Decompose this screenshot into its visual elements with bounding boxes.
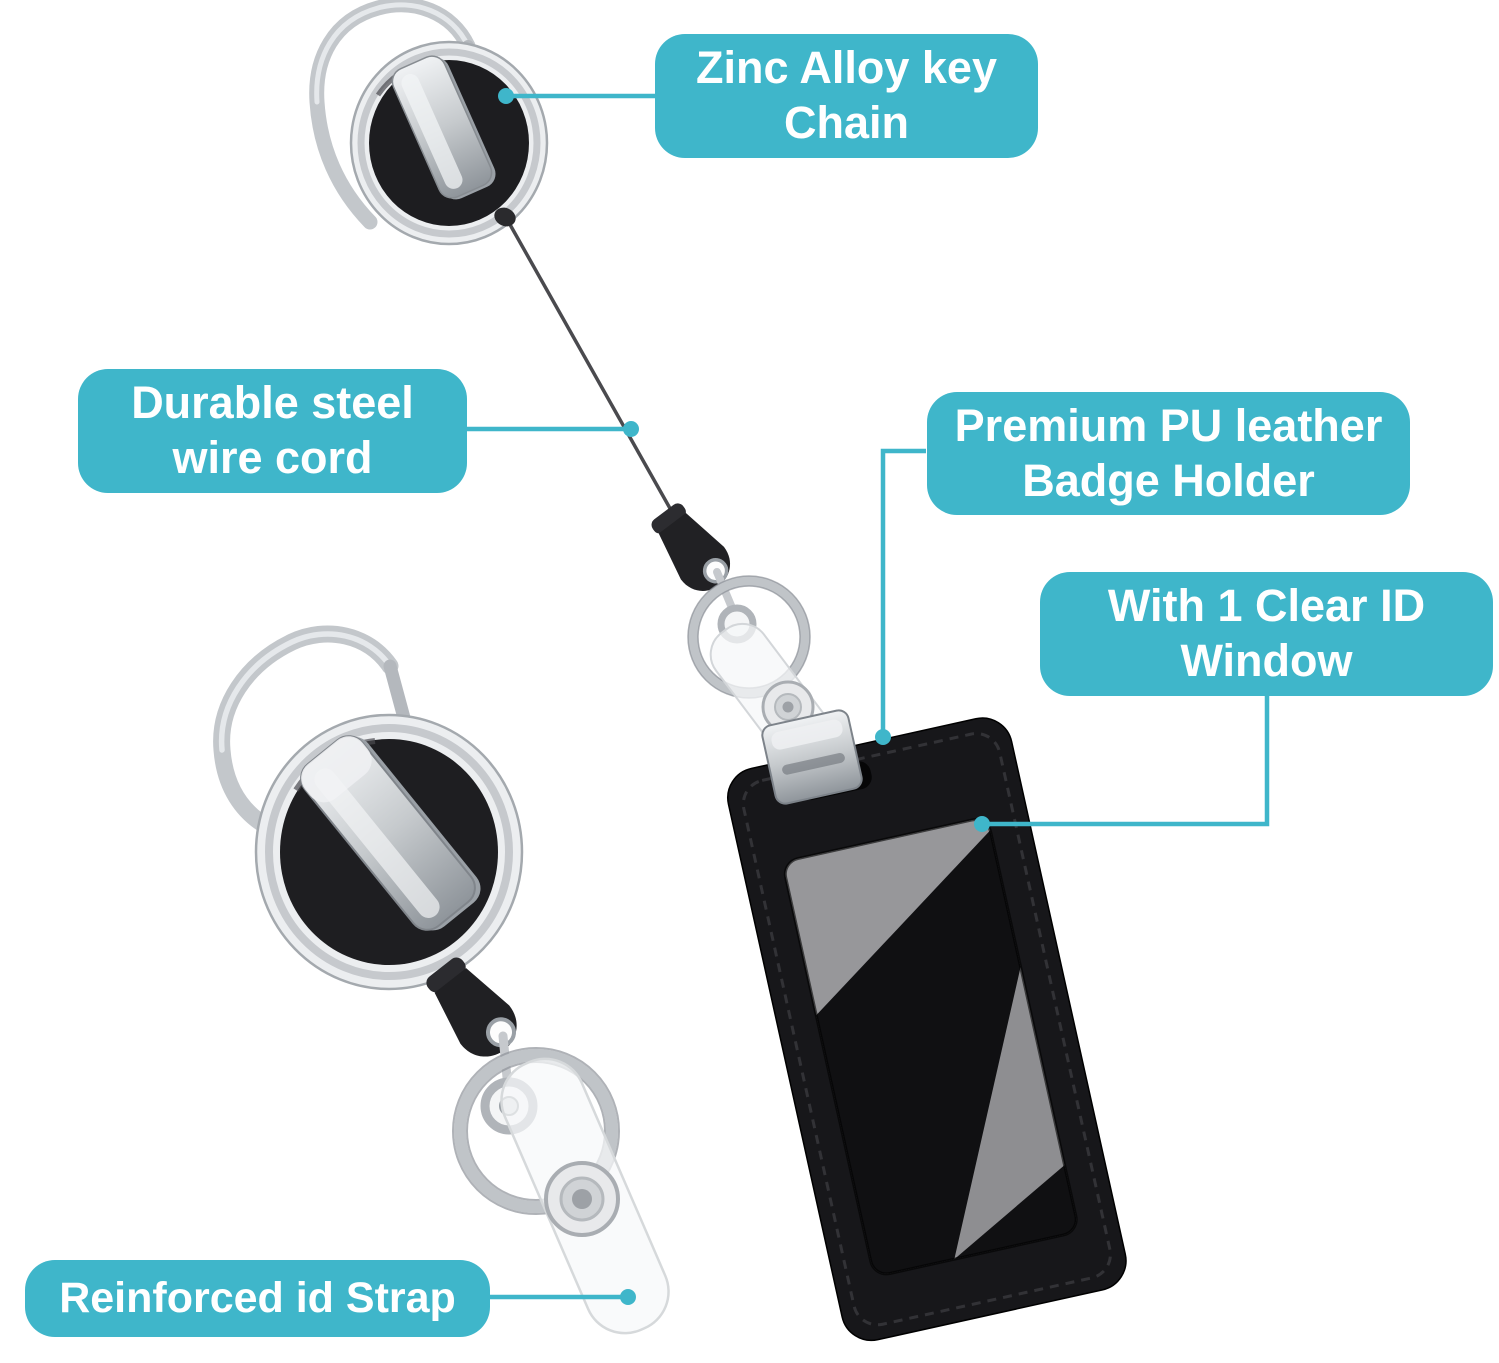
stitching	[741, 732, 1112, 1327]
clear-id-window	[782, 816, 1080, 1277]
steel-wire-cord	[506, 220, 678, 520]
belt-clip	[391, 55, 496, 200]
callout-dot-icon	[623, 421, 639, 437]
window-edge	[783, 818, 1078, 1276]
callout-label: Reinforced id Strap	[59, 1274, 456, 1323]
pu-leather-badge-holder	[727, 717, 1127, 1342]
callout-reinforced-id-strap: Reinforced id Strap	[25, 1260, 490, 1337]
callout-with-1-clear-id-window: With 1 Clear ID Window	[1040, 572, 1493, 696]
callout-dots	[498, 88, 990, 1305]
callout-zinc-alloy-key-chain: Zinc Alloy key Chain	[655, 34, 1038, 158]
callout-leader-lines	[466, 93, 1270, 1300]
retractable-badge-reel-retracted	[213, 625, 670, 1335]
leader-premium-pu-leather-badge-holder	[880, 448, 926, 737]
callout-label: Premium PU leather Badge Holder	[954, 399, 1383, 506]
callout-premium-pu-leather-badge-holder: Premium PU leather Badge Holder	[927, 392, 1410, 515]
callout-dot-icon	[620, 1289, 636, 1305]
metal-strap-clip	[761, 709, 863, 805]
callout-label: Durable steel wire cord	[131, 377, 414, 483]
callout-label: With 1 Clear ID Window	[1107, 580, 1426, 686]
callout-label: Zinc Alloy key Chain	[696, 42, 997, 148]
wire-exit-nipple	[494, 207, 516, 227]
snap-button-2	[544, 1161, 620, 1237]
leader-with-1-clear-id-window	[982, 695, 1270, 827]
retractable-badge-reel-extended	[309, 0, 835, 768]
key-ring-2	[454, 1049, 618, 1213]
callout-dot-icon	[498, 88, 514, 104]
belt-clip-2	[300, 735, 481, 931]
callout-dot-icon	[974, 816, 990, 832]
callout-dot-icon	[875, 729, 891, 745]
callout-durable-steel-wire-cord: Durable steel wire cord	[78, 369, 467, 493]
